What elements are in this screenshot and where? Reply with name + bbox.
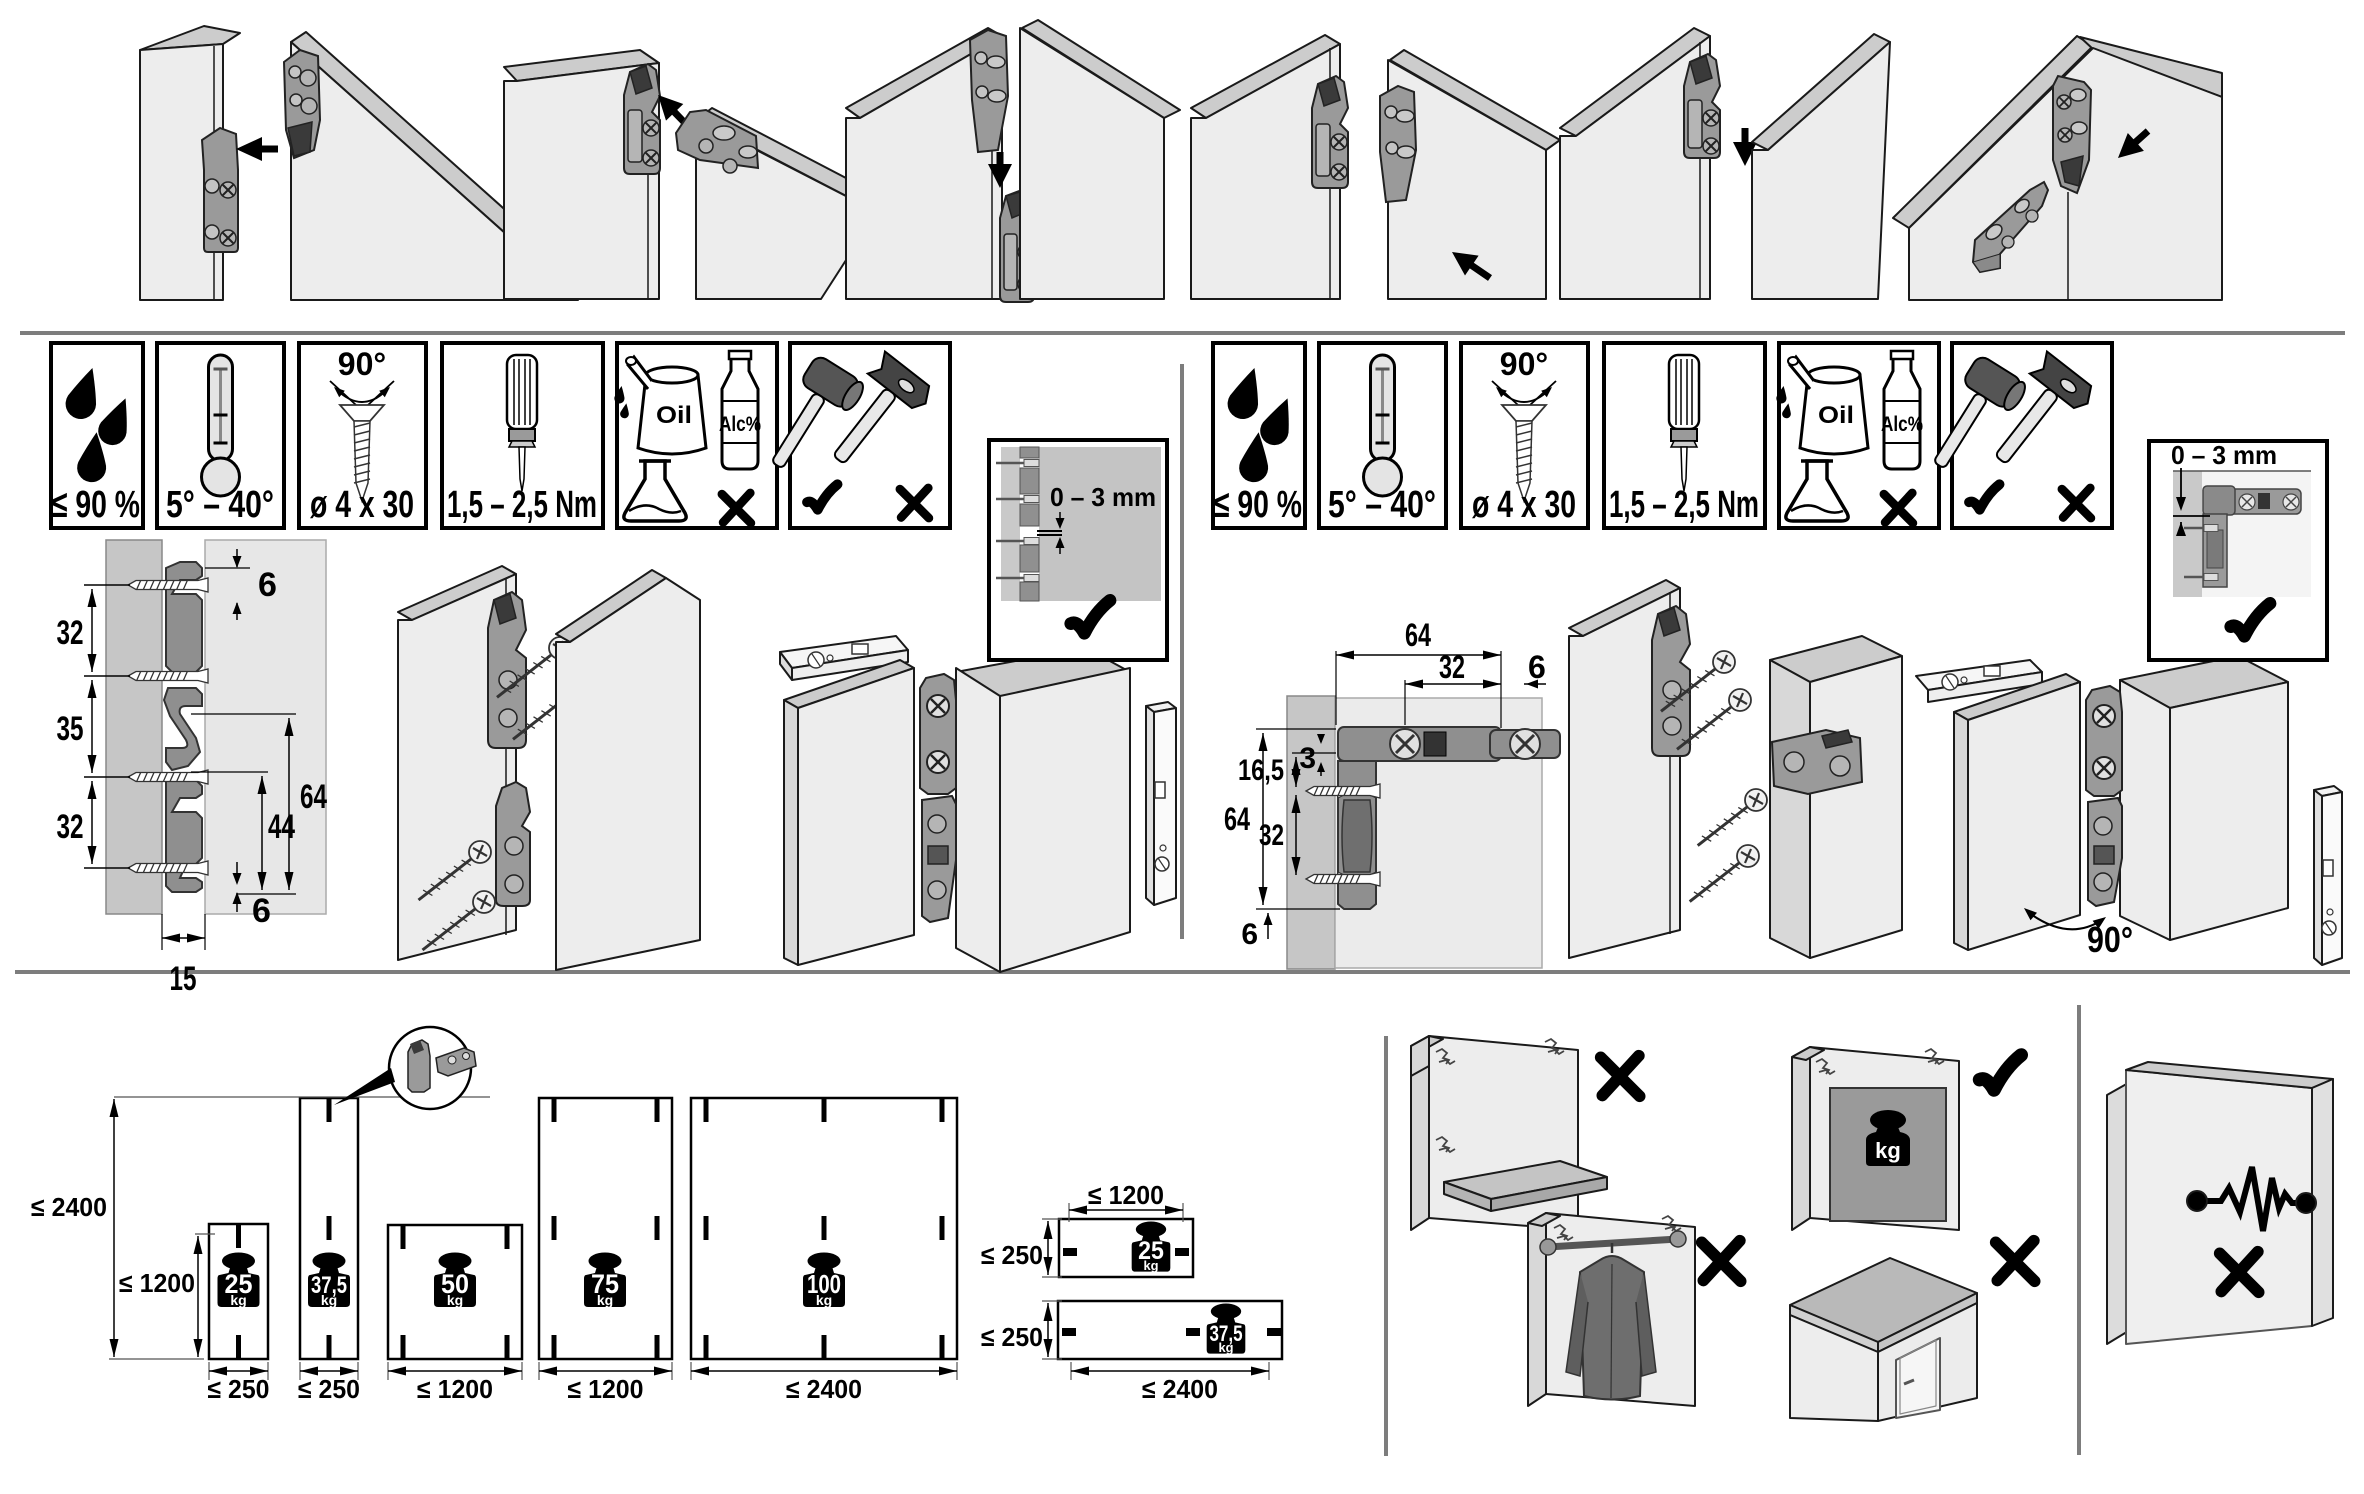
svg-text:25: 25 <box>225 1269 253 1299</box>
svg-text:90°: 90° <box>1500 346 1548 382</box>
svg-text:50: 50 <box>441 1269 469 1299</box>
svg-text:kg: kg <box>230 1292 246 1308</box>
svg-text:25: 25 <box>1138 1238 1164 1265</box>
svg-text:kg: kg <box>1875 1138 1901 1163</box>
svg-text:0 – 3 mm: 0 – 3 mm <box>1050 482 1156 512</box>
svg-text:Oil: Oil <box>656 402 692 429</box>
svg-text:≤ 1200: ≤ 1200 <box>119 1268 195 1298</box>
svg-text:≤ 1200: ≤ 1200 <box>568 1374 644 1404</box>
svg-text:64: 64 <box>300 778 327 816</box>
svg-text:≤ 1200: ≤ 1200 <box>417 1374 493 1404</box>
svg-text:32: 32 <box>1439 649 1465 685</box>
svg-text:32: 32 <box>57 808 84 846</box>
svg-text:≤ 1200: ≤ 1200 <box>1088 1180 1164 1210</box>
svg-text:6: 6 <box>258 566 277 604</box>
svg-text:5° – 40°: 5° – 40° <box>1328 484 1436 526</box>
svg-text:≤ 2400: ≤ 2400 <box>786 1374 862 1404</box>
svg-text:6: 6 <box>252 892 271 930</box>
svg-text:32: 32 <box>57 614 84 652</box>
svg-text:Oil: Oil <box>1818 402 1854 429</box>
svg-text:37,5: 37,5 <box>1209 1321 1242 1346</box>
svg-text:kg: kg <box>816 1292 832 1308</box>
svg-text:5° – 40°: 5° – 40° <box>166 484 274 526</box>
svg-text:6: 6 <box>1528 649 1546 685</box>
svg-text:kg: kg <box>597 1292 613 1308</box>
svg-text:Alc%: Alc% <box>1881 413 1923 436</box>
svg-text:64: 64 <box>1405 617 1431 653</box>
svg-text:15: 15 <box>170 960 197 998</box>
svg-text:32: 32 <box>1259 819 1284 852</box>
svg-text:≤ 250: ≤ 250 <box>981 1322 1043 1352</box>
svg-text:6: 6 <box>1241 918 1258 951</box>
svg-text:1,5 – 2,5 Nm: 1,5 – 2,5 Nm <box>447 484 597 526</box>
svg-text:64: 64 <box>1224 801 1250 837</box>
svg-text:kg: kg <box>321 1292 337 1308</box>
svg-text:≤ 250: ≤ 250 <box>208 1374 270 1404</box>
svg-text:≤ 90 %: ≤ 90 % <box>52 484 140 526</box>
svg-text:35: 35 <box>57 710 84 748</box>
svg-text:90°: 90° <box>338 346 386 382</box>
svg-text:75: 75 <box>591 1269 619 1299</box>
svg-text:100: 100 <box>807 1269 841 1299</box>
svg-text:3: 3 <box>1299 742 1316 775</box>
svg-text:16,5: 16,5 <box>1238 754 1284 787</box>
svg-text:≤ 2400: ≤ 2400 <box>1142 1374 1218 1404</box>
svg-text:90°: 90° <box>2087 919 2133 960</box>
svg-text:ø 4 x 30: ø 4 x 30 <box>1472 484 1576 526</box>
svg-text:0 – 3 mm: 0 – 3 mm <box>2171 440 2277 470</box>
svg-text:ø 4 x 30: ø 4 x 30 <box>310 484 414 526</box>
svg-text:Alc%: Alc% <box>719 413 761 436</box>
svg-text:≤ 90 %: ≤ 90 % <box>1214 484 1302 526</box>
svg-text:≤ 250: ≤ 250 <box>981 1240 1043 1270</box>
svg-text:kg: kg <box>1143 1258 1158 1273</box>
svg-text:44: 44 <box>268 808 295 846</box>
svg-text:≤ 250: ≤ 250 <box>298 1374 360 1404</box>
svg-text:kg: kg <box>1218 1340 1233 1355</box>
svg-text:≤ 2400: ≤ 2400 <box>31 1192 107 1222</box>
svg-text:1,5 – 2,5 Nm: 1,5 – 2,5 Nm <box>1609 484 1759 526</box>
svg-text:kg: kg <box>447 1292 463 1308</box>
svg-text:37,5: 37,5 <box>311 1272 347 1299</box>
